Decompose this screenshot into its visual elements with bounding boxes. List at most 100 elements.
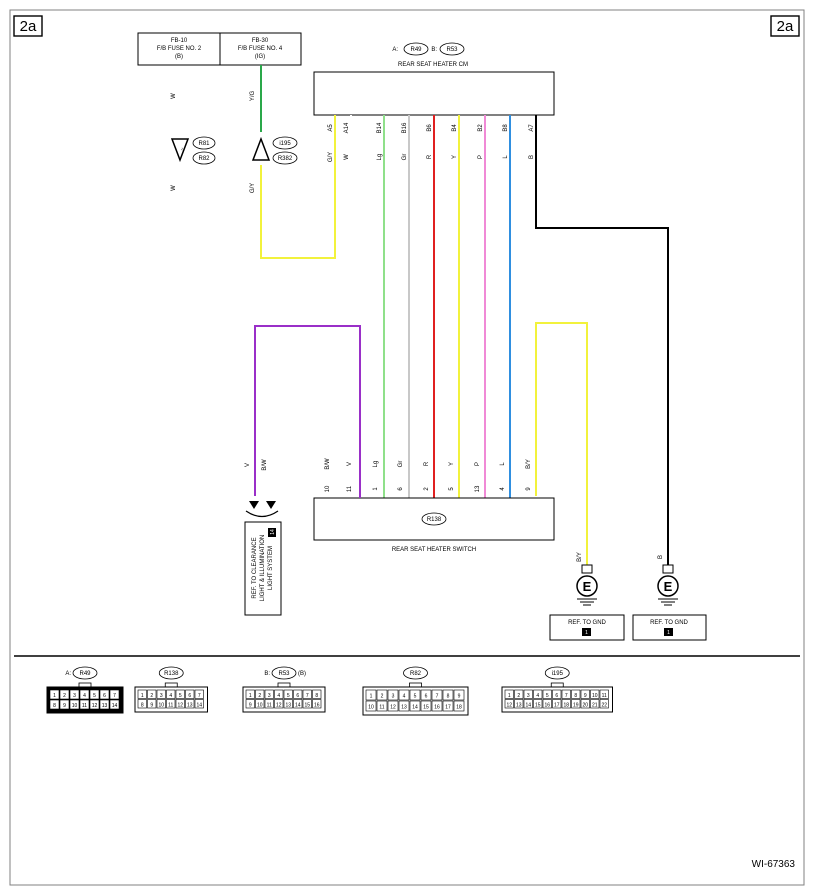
connector-view-id: R82 [410, 671, 422, 677]
connector-pin: 5 [287, 693, 290, 699]
module-prefix-a: A: [392, 47, 398, 53]
connector-pin: 14 [412, 705, 418, 711]
connector-pin: 14 [295, 702, 301, 708]
clearance-arrow-right [266, 501, 276, 509]
wire-b-ground [535, 120, 669, 566]
fuse-1-name: F/B FUSE NO. 2 [157, 46, 202, 52]
fuse-box: FB-10 F/B FUSE NO. 2 (B) FB-30 F/B FUSE … [137, 32, 302, 66]
fuse2-lower-wire-label: G/Y [250, 183, 256, 193]
switch-pin-label: 10 [325, 485, 331, 492]
connector-pin: 4 [83, 693, 86, 699]
connector-pin: 11 [168, 702, 173, 708]
switch-wire-label: V [347, 462, 353, 466]
connector-pin: 3 [160, 693, 163, 699]
connector-pin: 12 [506, 702, 512, 708]
connector-pin: 3 [527, 693, 530, 699]
connector-pin: 2 [150, 693, 153, 699]
connector-pin: 9 [584, 693, 587, 699]
svg-text:~: ~ [178, 148, 184, 151]
switch-pin-label: 11 [347, 485, 353, 492]
diagram-border [9, 9, 805, 886]
connector-pin: 4 [169, 693, 172, 699]
module-wire-label: W [344, 154, 350, 160]
connector-view-id: i195 [552, 671, 564, 677]
page-tag-left-text: 2a [20, 18, 37, 35]
connector-pin: 13 [516, 702, 522, 708]
connector-pin: 7 [198, 693, 201, 699]
module-pin-label: B16 [402, 122, 408, 133]
connector-view-prefix: B: [264, 671, 270, 677]
switch-pin-label: 5 [449, 487, 455, 491]
connector-pin: 6 [296, 693, 299, 699]
connector-pin: 6 [555, 693, 558, 699]
connector-pin: 4 [277, 693, 280, 699]
connector-pin: 6 [425, 694, 428, 700]
wire-v-loop [254, 325, 361, 498]
module-wire-label: L [503, 155, 509, 159]
connector-pin: 5 [414, 694, 417, 700]
connector-pin: 5 [93, 693, 96, 699]
junction-right-conn-1: i195 [279, 141, 291, 147]
clearance-wire-left: V [245, 463, 251, 467]
clearance-wire-right: B/W [262, 459, 268, 471]
switch-conn: R138 [427, 517, 442, 523]
module-wire-label: Gr [402, 154, 408, 161]
connector-pin: 11 [267, 702, 272, 708]
fuse-1-supply: (B) [175, 54, 183, 60]
connector-pin: 18 [456, 705, 462, 711]
connector-pin: 8 [53, 703, 56, 709]
module-wire-label: R [427, 154, 433, 159]
switch-wire-label: L [500, 462, 506, 466]
switch-name: REAR SEAT HEATER SWITCH [392, 547, 476, 553]
clearance-ref: V B/W REF. TO CLEARANCE LIGHT & ILLUMINA… [244, 459, 282, 616]
connector-pin: 11 [602, 693, 607, 699]
wire-by-ground [535, 322, 588, 566]
switch-pin-label: 1 [373, 487, 379, 491]
connector-pin: 11 [379, 705, 384, 711]
switch-pin-label: 2 [424, 487, 430, 491]
fuse-2-supply: (IG) [255, 54, 265, 60]
module-prefix-b: B: [431, 47, 437, 53]
connector-pin: 10 [368, 705, 374, 711]
connector-pin: 21 [592, 702, 598, 708]
junction-right-conn-2: R382 [278, 156, 293, 162]
connector-pin: 5 [546, 693, 549, 699]
connector-pin: 5 [179, 693, 182, 699]
page-tag-left: 2a [13, 15, 43, 37]
connector-pin: 6 [188, 693, 191, 699]
connector-pin: 12 [92, 703, 98, 709]
connector-view-id: R138 [164, 671, 179, 677]
module-pin-label: A5 [328, 124, 334, 132]
connector-pin: 4 [403, 694, 406, 700]
fuse1-lower-wire-label: W [171, 185, 177, 191]
connector-pin: 16 [314, 702, 320, 708]
connector-pin: 13 [401, 705, 407, 711]
connector-pin: 11 [82, 703, 87, 709]
connector-pin: 14 [112, 703, 118, 709]
connector-pin: 7 [565, 693, 568, 699]
connector-pin: 6 [103, 693, 106, 699]
connector-pin: 13 [187, 702, 193, 708]
connector-pin: 14 [196, 702, 202, 708]
connector-pin: 10 [158, 702, 164, 708]
module-pin-label: B6 [427, 124, 433, 132]
ground-right-badge: 1 [667, 630, 670, 636]
connector-pin: 1 [53, 693, 56, 699]
module-wire-label: Y [452, 155, 458, 159]
switch-pin-label: 6 [398, 487, 404, 491]
module-pin-label: B2 [478, 124, 484, 132]
ground-left: B/Y E REF. TO GND 1 [549, 552, 625, 641]
module-wire-label: B [529, 155, 535, 159]
switch-wire-label: R [424, 461, 430, 466]
connector-pin: 8 [574, 693, 577, 699]
switch-pin-label: 4 [500, 487, 506, 491]
connector-pin: 2 [63, 693, 66, 699]
connector-pin: 16 [434, 705, 440, 711]
connector-pin: 9 [63, 703, 66, 709]
clearance-badge: 14 [270, 529, 276, 535]
connector-pin: 10 [592, 693, 598, 699]
fuse-2-name: F/B FUSE NO. 4 [238, 46, 283, 52]
switch-wire-label: Gr [398, 461, 404, 468]
